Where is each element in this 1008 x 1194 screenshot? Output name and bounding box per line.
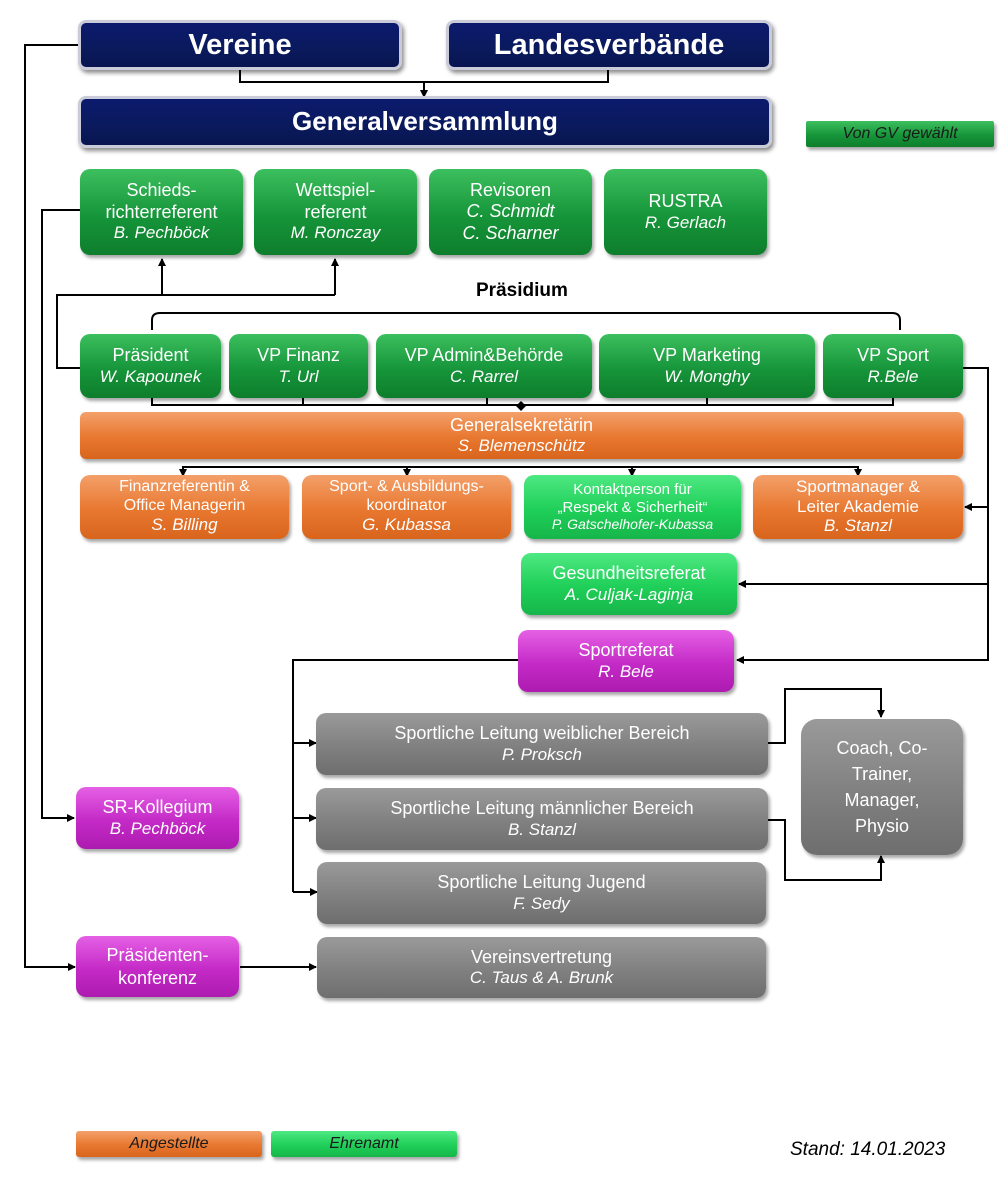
schiedsrichterreferent-title: Schieds- richterreferent [105,180,218,222]
sr-kollegium-name: B. Pechböck [109,818,206,838]
sportkoordinator-title: Sport- & Ausbildungs- koordinator [329,478,484,514]
rustra-name: R. Gerlach [644,212,727,232]
coach-box: Coach, Co- Trainer, Manager, Physio [801,719,963,855]
leitung-maennlich-title: Sportliche Leitung männlicher Bereich [390,798,694,818]
stand-date: Stand: 14.01.2023 [790,1139,946,1160]
generalsekretaerin-title: Generalsekretärin [449,414,594,435]
kontaktperson-title: Kontaktperson für „Respekt & Sicherheit“ [557,481,708,516]
generalversammlung-label: Generalversammlung [292,106,558,137]
praesidentenkonferenz-title: Präsidenten- konferenz [106,945,209,988]
vp-finanz-name: T. Url [278,366,319,386]
kontaktperson-name: P. Gatschelhofer-Kubassa [551,515,714,532]
leitung-maennlich-box: Sportliche Leitung männlicher Bereich B.… [316,788,768,850]
vp-finanz-box: VP Finanz T. Url [229,334,368,398]
sr-kollegium-title: SR-Kollegium [102,797,213,817]
legend-angestellte-label: Angestellte [129,1135,209,1152]
sportmanager-name: B. Stanzl [823,516,893,536]
finanzreferentin-box: Finanzreferentin & Office Managerin S. B… [80,475,289,539]
revisoren-title: Revisoren [469,179,552,200]
kontaktperson-box: Kontaktperson für „Respekt & Sicherheit“… [524,475,741,539]
vp-sport-title: VP Sport [857,345,929,365]
vereine-label: Vereine [188,28,292,61]
praesidentenkonferenz-box: Präsidenten- konferenz [76,936,239,997]
vereine-box: Vereine [78,20,402,70]
landesverbaende-label: Landesverbände [493,28,725,61]
legend-gv: Von GV gewählt [806,121,994,147]
vp-sport-name: R.Bele [867,366,919,386]
legend-angestellte: Angestellte [76,1131,262,1157]
sportreferat-box: Sportreferat R. Bele [518,630,734,692]
leitung-jugend-box: Sportliche Leitung Jugend F. Sedy [317,862,766,924]
sr-kollegium-box: SR-Kollegium B. Pechböck [76,787,239,849]
generalsekretaerin-name: S. Blemenschütz [457,436,586,456]
vp-sport-box: VP Sport R.Bele [823,334,963,398]
gesundheitsreferat-name: A. Culjak-Laginja [564,584,694,604]
praesident-title: Präsident [112,345,189,365]
gesundheitsreferat-box: Gesundheitsreferat A. Culjak-Laginja [521,553,737,615]
vp-marketing-box: VP Marketing W. Monghy [599,334,815,398]
wettspielreferent-name: M. Ronczay [290,223,381,243]
generalsekretaerin-box: Generalsekretärin S. Blemenschütz [80,412,963,459]
revisoren-names: C. Schmidt C. Scharner [462,201,559,243]
sportmanager-box: Sportmanager & Leiter Akademie B. Stanzl [753,475,963,539]
vereinsvertretung-name: C. Taus & A. Brunk [469,968,614,988]
vp-admin-box: VP Admin&Behörde C. Rarrel [376,334,592,398]
vp-admin-name: C. Rarrel [449,366,518,386]
vp-marketing-title: VP Marketing [653,345,761,365]
schiedsrichterreferent-box: Schieds- richterreferent B. Pechböck [80,169,243,255]
schiedsrichterreferent-name: B. Pechböck [113,223,210,243]
leitung-weiblich-title: Sportliche Leitung weiblicher Bereich [394,723,690,743]
coach-title: Coach, Co- Trainer, Manager, Physio [836,737,928,837]
finanzreferentin-name: S. Billing [151,515,218,535]
generalversammlung-box: Generalversammlung [78,96,772,148]
vp-admin-title: VP Admin&Behörde [404,345,564,365]
landesverbaende-box: Landesverbände [446,20,772,70]
legend-ehrenamt-label: Ehrenamt [329,1135,399,1152]
leitung-weiblich-name: P. Proksch [501,744,582,764]
finanzreferentin-title: Finanzreferentin & Office Managerin [119,478,250,514]
revisoren-box: Revisoren C. Schmidt C. Scharner [429,169,592,255]
leitung-weiblich-box: Sportliche Leitung weiblicher Bereich P.… [316,713,768,775]
rustra-title: RUSTRA [648,191,723,211]
rustra-box: RUSTRA R. Gerlach [604,169,767,255]
wettspielreferent-box: Wettspiel- referent M. Ronczay [254,169,417,255]
praesident-name: W. Kapounek [99,366,202,386]
vp-finanz-title: VP Finanz [257,345,340,365]
leitung-maennlich-name: B. Stanzl [507,819,577,839]
vereinsvertretung-title: Vereinsvertretung [470,946,613,967]
praesidium-label: Präsidium [476,280,568,301]
legend-gv-label: Von GV gewählt [842,125,958,142]
gesundheitsreferat-title: Gesundheitsreferat [552,563,706,583]
sportkoordinator-name: G. Kubassa [362,515,451,535]
wettspielreferent-title: Wettspiel- referent [295,180,376,222]
sportreferat-title: Sportreferat [578,640,674,660]
vereinsvertretung-box: Vereinsvertretung C. Taus & A. Brunk [317,937,766,998]
sportmanager-title: Sportmanager & Leiter Akademie [796,477,920,516]
vp-marketing-name: W. Monghy [664,366,750,386]
sportreferat-name: R. Bele [598,661,654,681]
legend-ehrenamt: Ehrenamt [271,1131,457,1157]
leitung-jugend-name: F. Sedy [513,893,570,913]
sportkoordinator-box: Sport- & Ausbildungs- koordinator G. Kub… [302,475,511,539]
praesident-box: Präsident W. Kapounek [80,334,221,398]
leitung-jugend-title: Sportliche Leitung Jugend [437,872,646,892]
